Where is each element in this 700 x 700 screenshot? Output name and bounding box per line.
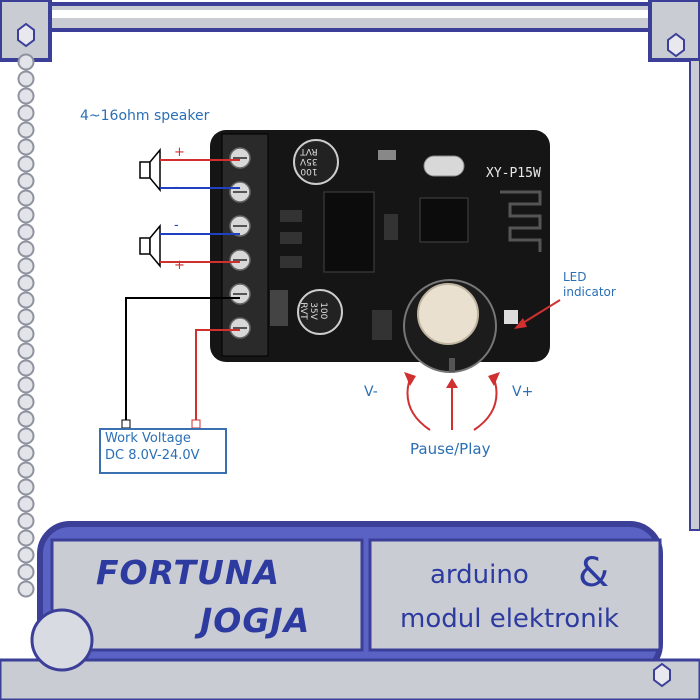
chain-link [17,240,35,258]
volume-down-label: V- [364,384,378,400]
chain-decoration [17,53,35,598]
antenna-trace [500,190,542,252]
chain-link [17,155,35,173]
chain-link [17,274,35,292]
tagline-line2: modul elektronik [400,604,619,634]
chain-link [17,121,35,139]
speaker-top-icon [139,147,161,193]
speaker-label: 4~16ohm speaker [80,108,210,124]
chain-link [17,427,35,445]
capacitor-label: 100 35V RVT [298,302,328,320]
chain-link [17,70,35,88]
chain-link [17,138,35,156]
speaker-wires [160,159,240,263]
chain-link [17,529,35,547]
chain-link [17,172,35,190]
chain-link [17,257,35,275]
crystal [423,155,465,177]
capacitor [297,289,343,335]
chain-link [17,325,35,343]
chain-link [17,291,35,309]
polarity-plus-label: + [174,145,185,160]
led-label-line2: indicator [563,285,616,299]
chain-link [17,512,35,530]
chain-link [17,53,35,71]
chain-link [17,189,35,207]
led-indicator-label: LED indicator [563,270,616,300]
chain-link [17,104,35,122]
frame-corner-top-left [0,0,52,62]
chain-link [17,308,35,326]
board-model-label: XY-P15W [486,166,541,181]
chain-link [17,87,35,105]
chain-link [17,410,35,428]
polarity-minus-label: - [174,180,179,195]
chain-link [17,342,35,360]
capacitor-text-3: RVT [300,146,318,156]
hex-bolt-icon [653,662,671,688]
frame-right [689,59,700,531]
pause-play-label: Pause/Play [410,440,491,458]
chain-link [17,478,35,496]
tagline-line1: arduino [430,560,529,590]
work-voltage-line1: Work Voltage [105,431,191,446]
hex-bolt-icon [17,22,35,48]
chain-link [17,495,35,513]
led [504,310,518,324]
capacitor-text-2: 35V [300,156,318,166]
inductor [270,290,288,326]
chain-link [17,444,35,462]
speaker-bottom-icon [139,223,161,269]
chain-link [17,376,35,394]
capacitor-text-3: RVT [297,302,308,320]
chain-link [17,393,35,411]
brand-name-line1: FORTUNA [96,553,280,592]
banner [0,521,700,700]
tagline-ampersand: & [578,550,610,596]
volume-up-label: V+ [512,384,534,400]
power-wires [121,297,240,429]
led-label-line1: LED [563,270,587,284]
led-arrow [517,299,561,327]
capacitor-label: 100 35V RVT [300,146,318,176]
capacitor-text-2: 35V [307,302,318,320]
capacitor [293,139,339,185]
brand-name-line2: JOGJA [200,601,311,640]
polarity-plus-label: + [174,258,185,273]
polarity-minus-label: - [174,218,179,233]
chain-link [17,580,35,598]
chain-link [17,563,35,581]
chain-link [17,359,35,377]
knob-arrows [404,372,500,431]
chain-link [17,223,35,241]
capacitor-text-1: 100 [317,302,328,320]
bluetooth-chip [419,197,469,243]
chain-link [17,546,35,564]
amplifier-chip [323,191,375,273]
work-voltage-box: Work Voltage DC 8.0V-24.0V [99,428,227,474]
work-voltage-line2: DC 8.0V-24.0V [105,448,200,463]
capacitor-text-1: 100 [300,166,318,176]
gear-icon [30,608,94,672]
hex-bolt-icon [667,32,685,58]
frame-top [38,0,700,62]
chain-link [17,206,35,224]
chain-link [17,461,35,479]
